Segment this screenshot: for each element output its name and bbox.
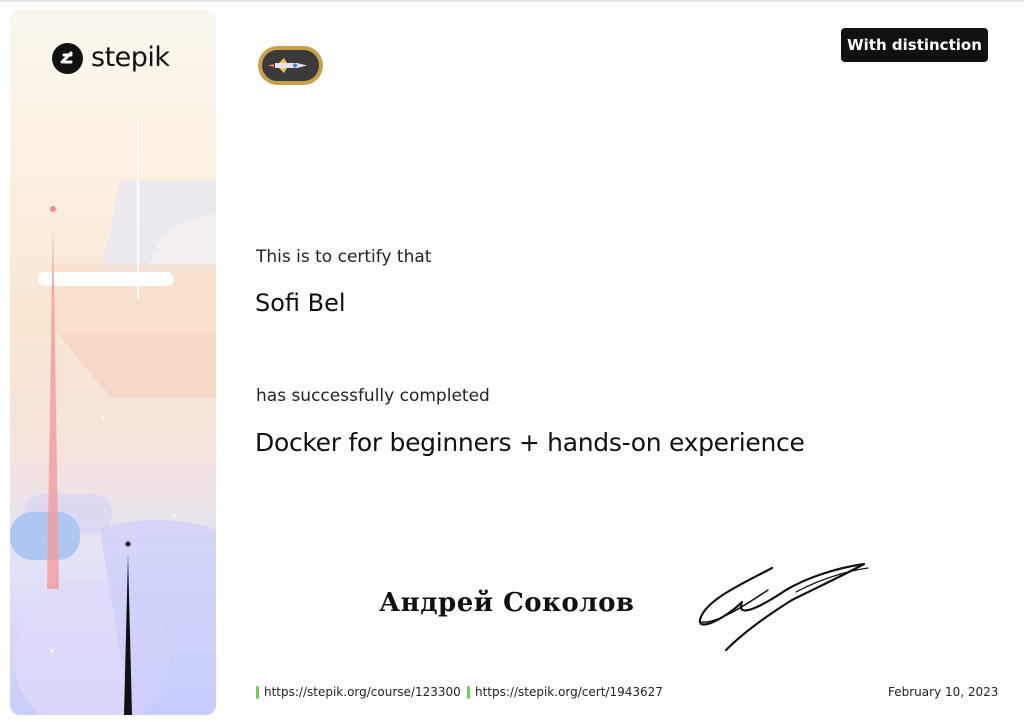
- green-marker: [256, 685, 259, 699]
- cert-link[interactable]: https://stepik.org/cert/1943627: [467, 683, 663, 701]
- with-distinction-badge: With distinction: [841, 28, 988, 62]
- course-url[interactable]: https://stepik.org/course/123300: [264, 685, 461, 699]
- panel-artwork: [10, 119, 216, 715]
- course-link[interactable]: https://stepik.org/course/123300: [256, 683, 461, 701]
- cert-url[interactable]: https://stepik.org/cert/1943627: [475, 685, 663, 699]
- course-title: Docker for beginners + hands-on experien…: [255, 428, 805, 457]
- stepik-s-icon: [52, 42, 83, 74]
- issue-date-text: February 10, 2023: [888, 685, 999, 699]
- certify-intro: This is to certify that: [256, 247, 432, 267]
- green-marker: [467, 685, 470, 699]
- signature-scribble: [698, 562, 869, 652]
- signer-name: Андрей Соколов: [379, 588, 635, 618]
- completed-text: has successfully completed: [256, 386, 490, 406]
- stepik-logo: stepik: [52, 42, 170, 74]
- top-border: [0, 0, 1024, 2]
- logo-text: stepik: [91, 42, 170, 73]
- issue-date: February 10, 2023: [888, 683, 998, 701]
- recipient-name: Sofi Bel: [255, 289, 346, 317]
- decorative-side-panel: [10, 9, 216, 715]
- rocket-badge-icon: [258, 46, 323, 85]
